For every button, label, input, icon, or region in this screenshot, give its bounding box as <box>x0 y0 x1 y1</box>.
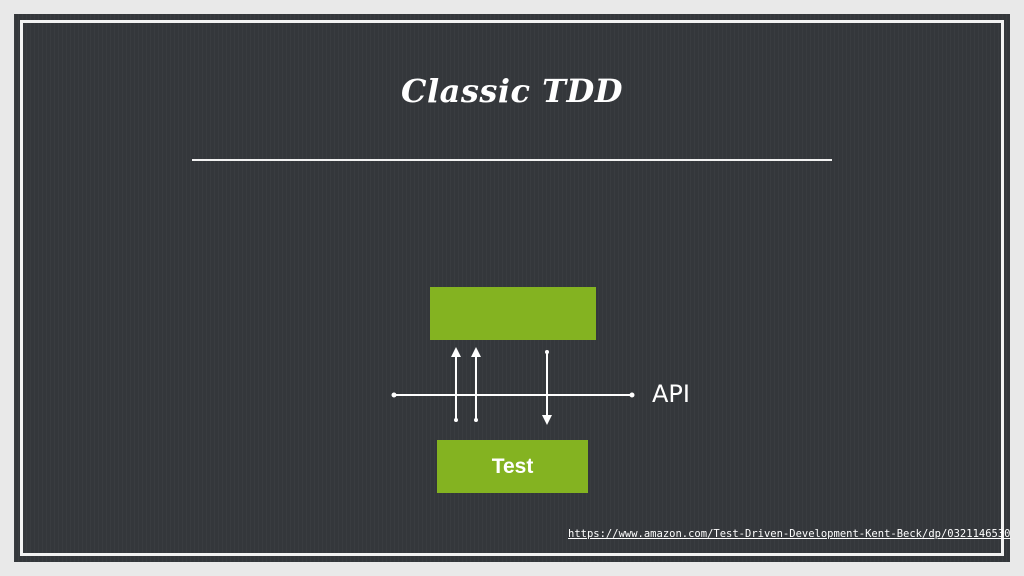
up-arrow-right-tail <box>474 418 478 422</box>
title-underline <box>192 159 832 161</box>
test-label: Test <box>491 454 534 478</box>
api-line-start-dot <box>391 392 397 398</box>
slide-frame <box>20 20 1004 556</box>
api-line-end-dot <box>629 392 635 398</box>
up-arrow-left-tail <box>454 418 458 422</box>
api-label: API <box>652 380 690 408</box>
test-box: Test <box>437 440 588 493</box>
slide-title: Classic TDD <box>401 72 623 110</box>
down-arrow-tail <box>545 350 549 354</box>
implementation-box <box>430 287 596 340</box>
source-link[interactable]: https://www.amazon.com/Test-Driven-Devel… <box>568 528 1011 540</box>
